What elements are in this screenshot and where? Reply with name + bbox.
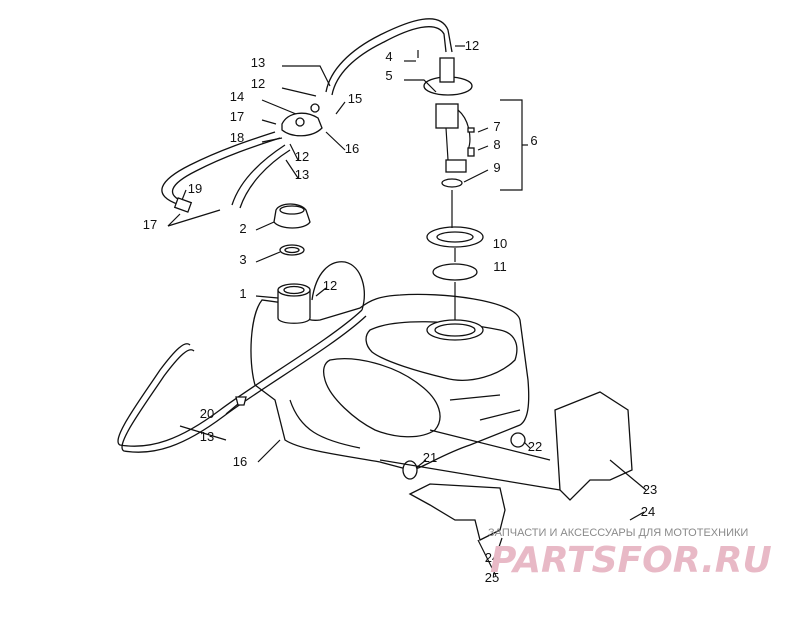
callout-c-8: 8 — [493, 137, 500, 152]
rollover-valve — [281, 103, 323, 137]
callout-c-4: 4 — [385, 49, 392, 64]
callout-c-9: 9 — [493, 160, 500, 175]
vent-hose-13-inner — [331, 26, 447, 96]
callout-c-20: 20 — [200, 406, 214, 421]
callout-c-16-top: 16 — [345, 141, 359, 156]
callout-c-12-d: 12 — [323, 278, 337, 293]
cap-gasket-inner — [284, 246, 300, 254]
callout-c-5: 5 — [385, 68, 392, 83]
hose-18-inner — [171, 137, 281, 204]
hose-13-long-inner — [121, 315, 367, 453]
connector-19 — [173, 197, 193, 213]
callout-c-12-top: 12 — [465, 38, 479, 53]
retainer-ring — [426, 226, 484, 248]
callout-c-15: 15 — [348, 91, 362, 106]
hose-12-filler — [311, 261, 365, 311]
callout-c-12-b: 12 — [251, 76, 265, 91]
hose-18 — [161, 131, 276, 206]
watermark: ЗАПЧАСТИ И АКСЕССУАРЫ ДЛЯ МОТОТЕХНИКИ PA… — [488, 527, 772, 581]
callout-c-23: 23 — [643, 482, 657, 497]
fuel-pump — [423, 57, 473, 173]
watermark-logo: PARTSFOR.RU — [490, 540, 772, 581]
callout-c-16-b: 16 — [233, 454, 247, 469]
vent-hose-13 — [325, 18, 453, 93]
screw-20 — [235, 396, 247, 406]
callout-c-18: 18 — [230, 130, 244, 145]
shield-25 — [408, 483, 506, 541]
leader-lines — [167, 45, 647, 577]
callout-c-19: 19 — [188, 181, 202, 196]
callout-c-3: 3 — [239, 252, 246, 267]
callout-c-24-a: 24 — [641, 504, 655, 519]
callout-c-14: 14 — [230, 89, 244, 104]
callout-c-22: 22 — [528, 439, 542, 454]
pump-seal — [441, 178, 463, 188]
callout-c-6: 6 — [530, 133, 537, 148]
shield-23 — [554, 391, 633, 501]
callout-c-12-c: 12 — [295, 149, 309, 164]
callout-c-25: 25 — [485, 570, 499, 585]
callout-c-7: 7 — [493, 119, 500, 134]
callout-c-1: 1 — [239, 286, 246, 301]
clip-7 — [467, 127, 475, 133]
pump-gasket — [432, 263, 478, 281]
callout-c-17-a: 17 — [230, 109, 244, 124]
filler-neck — [277, 283, 311, 324]
hose-13-small-inner — [239, 149, 291, 209]
callout-c-13-top: 13 — [251, 55, 265, 70]
callout-c-17-b: 17 — [143, 217, 157, 232]
hose-13-small — [231, 144, 286, 206]
callout-c-2: 2 — [239, 221, 246, 236]
hose-13-long — [117, 309, 363, 447]
gas-cap — [273, 203, 311, 229]
fuel-tank — [250, 293, 530, 471]
callout-c-13-c: 13 — [200, 429, 214, 444]
callout-c-24-b: 24 — [485, 550, 499, 565]
callout-c-21: 21 — [423, 450, 437, 465]
watermark-caption: ЗАПЧАСТИ И АКСЕССУАРЫ ДЛЯ МОТОТЕХНИКИ — [488, 527, 748, 539]
callout-c-13-b: 13 — [295, 167, 309, 182]
callout-c-10: 10 — [493, 236, 507, 251]
clip-8 — [467, 147, 475, 157]
callout-c-11: 11 — [493, 259, 507, 274]
fitting-22 — [510, 432, 526, 448]
